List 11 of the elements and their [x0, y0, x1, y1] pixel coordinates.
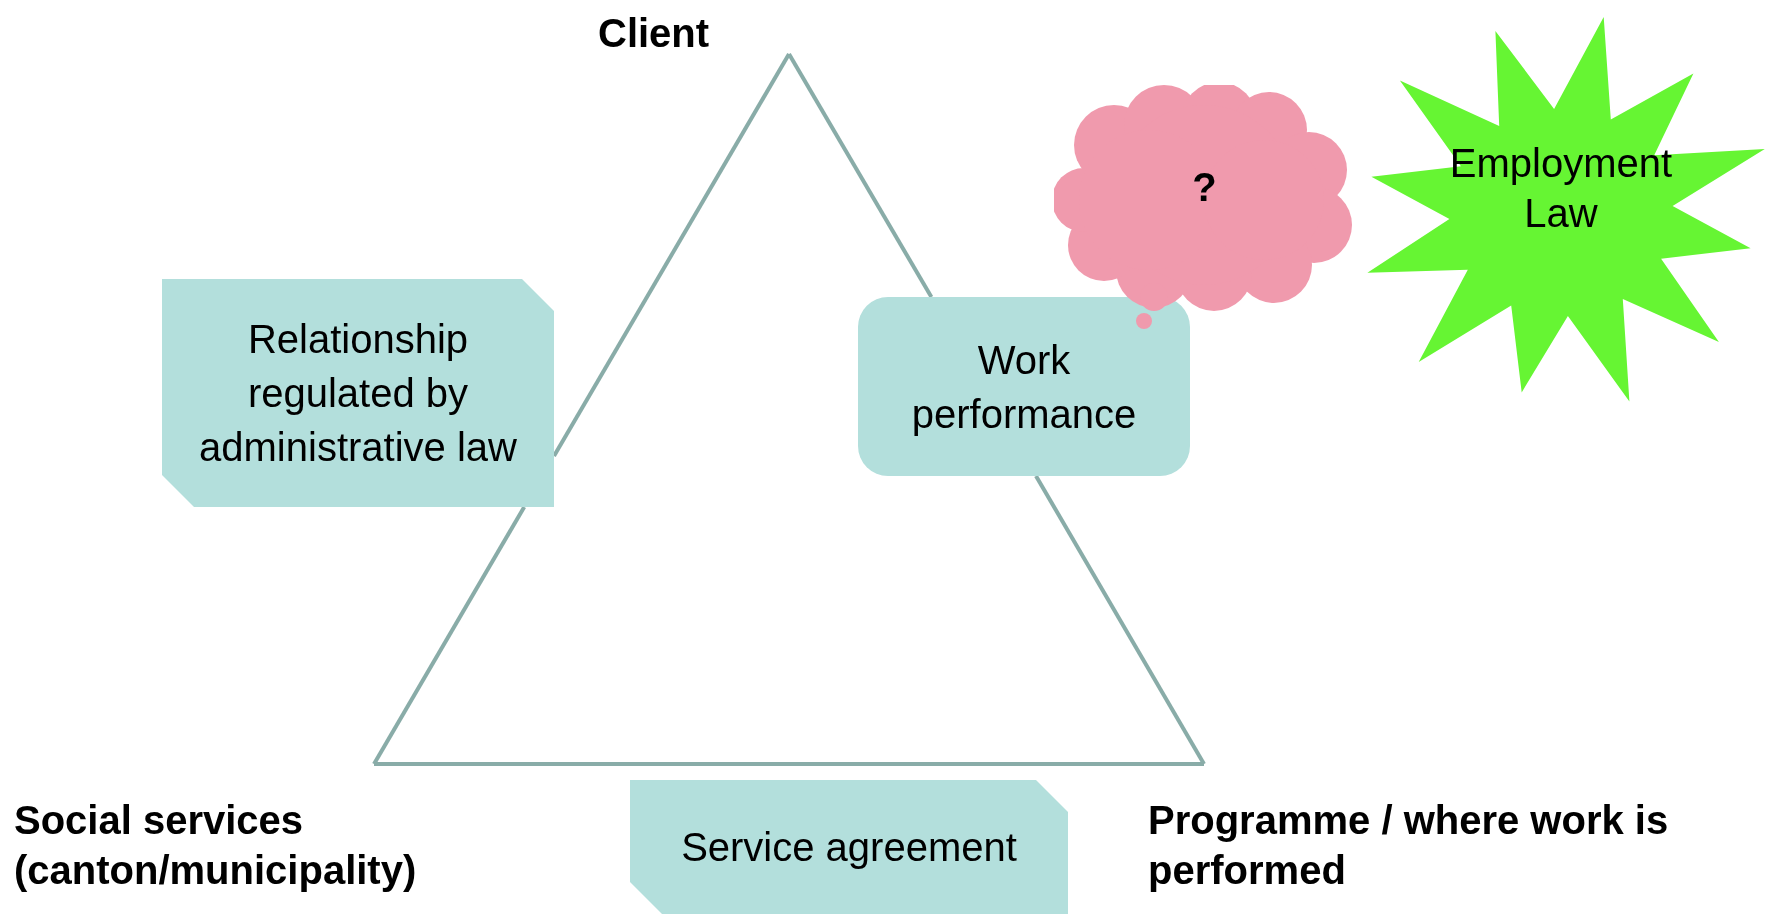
triangle-side — [372, 506, 526, 765]
relationship-box: Work performance — [858, 297, 1190, 476]
relationship-box: Service agreement — [630, 780, 1068, 914]
thought-cloud: ? — [1054, 85, 1355, 330]
party-label: Social services (canton/municipality) — [14, 765, 534, 910]
triangle-side — [787, 53, 934, 298]
party-label: Client — [598, 8, 798, 54]
triangle-side — [374, 762, 1204, 766]
relationship-box: Relationship regulated by administrative law — [162, 279, 554, 507]
party-label: Programme / where work is performed — [1148, 765, 1773, 910]
triangle-side — [1034, 475, 1206, 765]
